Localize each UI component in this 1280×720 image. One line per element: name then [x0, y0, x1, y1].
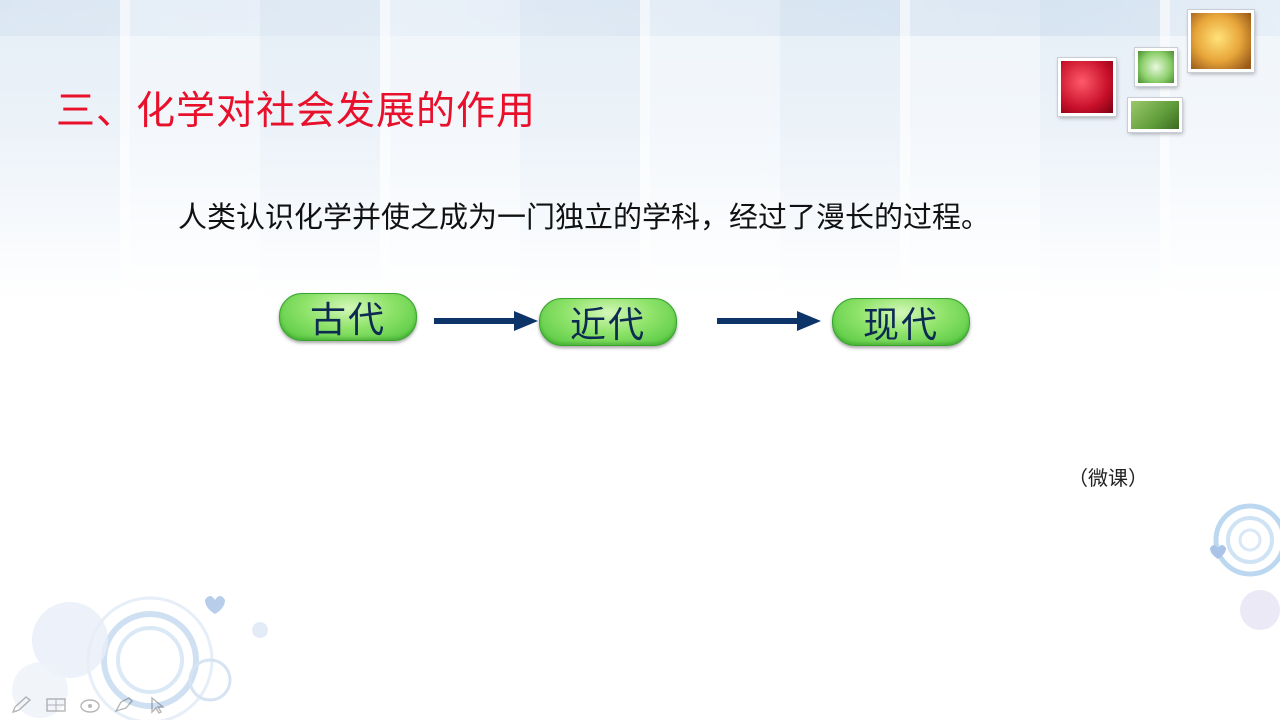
timeline-item-label: 古代 [309, 300, 386, 341]
pen-icon[interactable] [8, 694, 36, 716]
slides-grid-icon[interactable] [42, 694, 70, 716]
timeline-item-ancient: 古代 [279, 293, 417, 341]
slide-title: 三、化学对社会发展的作用 [56, 89, 537, 134]
background-tiles [0, 0, 1280, 300]
decor-photo-yellow-flower [1188, 10, 1254, 72]
slide-subtitle: 人类认识化学并使之成为一门独立的学科，经过了漫长的过程。 [178, 200, 991, 234]
decor-photo-green-leaf [1135, 48, 1177, 86]
pointer-icon[interactable] [144, 694, 172, 716]
timeline-item-modern-era: 近代 [539, 298, 677, 346]
timeline-item-contemporary: 现代 [832, 298, 970, 346]
timeline-arrow-1 [434, 311, 538, 331]
decor-photo-red-flower [1058, 58, 1116, 116]
micro-lesson-note: （微课） [1068, 466, 1148, 490]
presentation-toolbar [8, 694, 172, 716]
decor-rings-bottom-left [12, 596, 268, 720]
highlighter-icon[interactable] [110, 694, 138, 716]
decor-rings-right [1210, 503, 1280, 630]
decor-photo-ladybug [1128, 98, 1182, 132]
timeline-item-label: 现代 [862, 305, 939, 346]
eraser-icon[interactable] [76, 694, 104, 716]
timeline-item-label: 近代 [569, 305, 646, 346]
timeline-arrow-2 [717, 311, 821, 331]
